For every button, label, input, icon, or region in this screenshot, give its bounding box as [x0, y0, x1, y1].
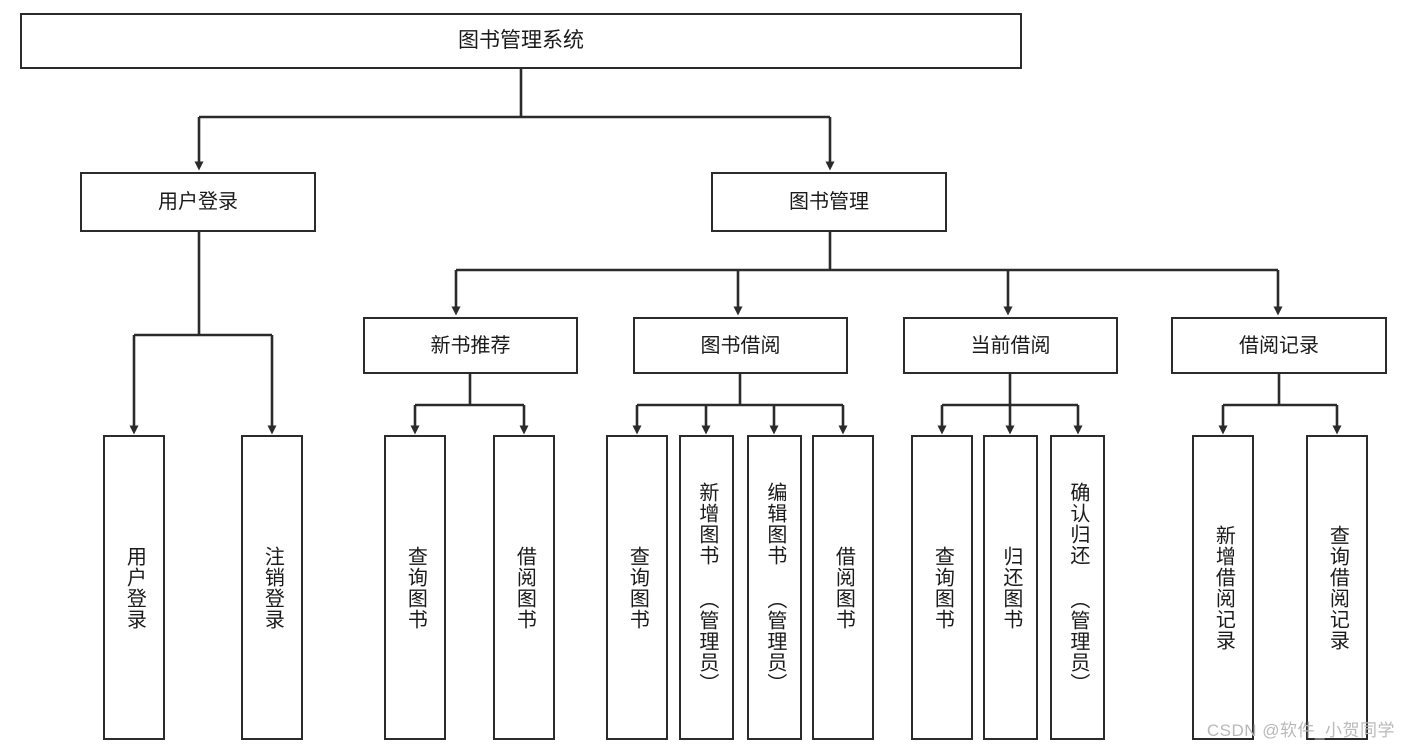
node-borrow-record[interactable]: 借阅记录: [1171, 317, 1387, 374]
leaf-borrow-record-add-record[interactable]: 新增借阅记录: [1192, 435, 1254, 740]
node-label: 查询图书: [626, 545, 649, 630]
node-label: 查询图书: [931, 545, 954, 630]
csdn-watermark: CSDN @软件_小贺同学: [1206, 721, 1395, 740]
node-label: 查询借阅记录: [1326, 524, 1349, 651]
node-book-management[interactable]: 图书管理: [711, 172, 947, 232]
leaf-new-book-query-book[interactable]: 查询图书: [384, 435, 446, 740]
node-label: 图书管理系统: [458, 29, 584, 53]
node-label: 用户登录: [158, 191, 238, 213]
node-label: 确认归还 （管理员）: [1066, 481, 1089, 694]
leaf-user-login-logout[interactable]: 注销登录: [241, 435, 303, 740]
node-label: 借阅记录: [1239, 334, 1319, 357]
node-label: 编辑图书 （管理员）: [763, 481, 786, 694]
node-user-login[interactable]: 用户登录: [80, 172, 316, 232]
leaf-book-borrow-edit-book-admin[interactable]: 编辑图书 （管理员）: [747, 435, 802, 740]
node-label: 借阅图书: [832, 545, 855, 630]
leaf-book-borrow-add-book-admin[interactable]: 新增图书 （管理员）: [679, 435, 734, 740]
node-label: 借阅图书: [513, 545, 536, 630]
leaf-current-borrow-query-book[interactable]: 查询图书: [911, 435, 973, 740]
node-label: 用户登录: [123, 545, 146, 630]
node-current-borrow[interactable]: 当前借阅: [903, 317, 1118, 374]
leaf-user-login-login[interactable]: 用户登录: [103, 435, 165, 740]
leaf-new-book-borrow-book[interactable]: 借阅图书: [493, 435, 555, 740]
node-label: 新增图书 （管理员）: [695, 481, 718, 694]
leaf-book-borrow-query-book[interactable]: 查询图书: [606, 435, 668, 740]
node-book-borrow[interactable]: 图书借阅: [633, 317, 848, 374]
node-label: 新书推荐: [430, 334, 511, 357]
node-label: 归还图书: [999, 545, 1022, 630]
node-new-book-recommend[interactable]: 新书推荐: [363, 317, 578, 374]
node-label: 图书管理: [789, 191, 869, 213]
node-label: 图书借阅: [700, 334, 781, 357]
node-label: 查询图书: [404, 545, 427, 630]
leaf-book-borrow-borrow-book[interactable]: 借阅图书: [812, 435, 874, 740]
node-root-book-management-system[interactable]: 图书管理系统: [20, 13, 1022, 69]
node-label: 新增借阅记录: [1212, 524, 1235, 651]
leaf-current-borrow-confirm-return-admin[interactable]: 确认归还 （管理员）: [1050, 435, 1105, 740]
leaf-borrow-record-query-record[interactable]: 查询借阅记录: [1306, 435, 1368, 740]
node-label: 注销登录: [261, 545, 284, 630]
node-label: 当前借阅: [970, 334, 1051, 357]
leaf-current-borrow-return-book[interactable]: 归还图书: [983, 435, 1038, 740]
